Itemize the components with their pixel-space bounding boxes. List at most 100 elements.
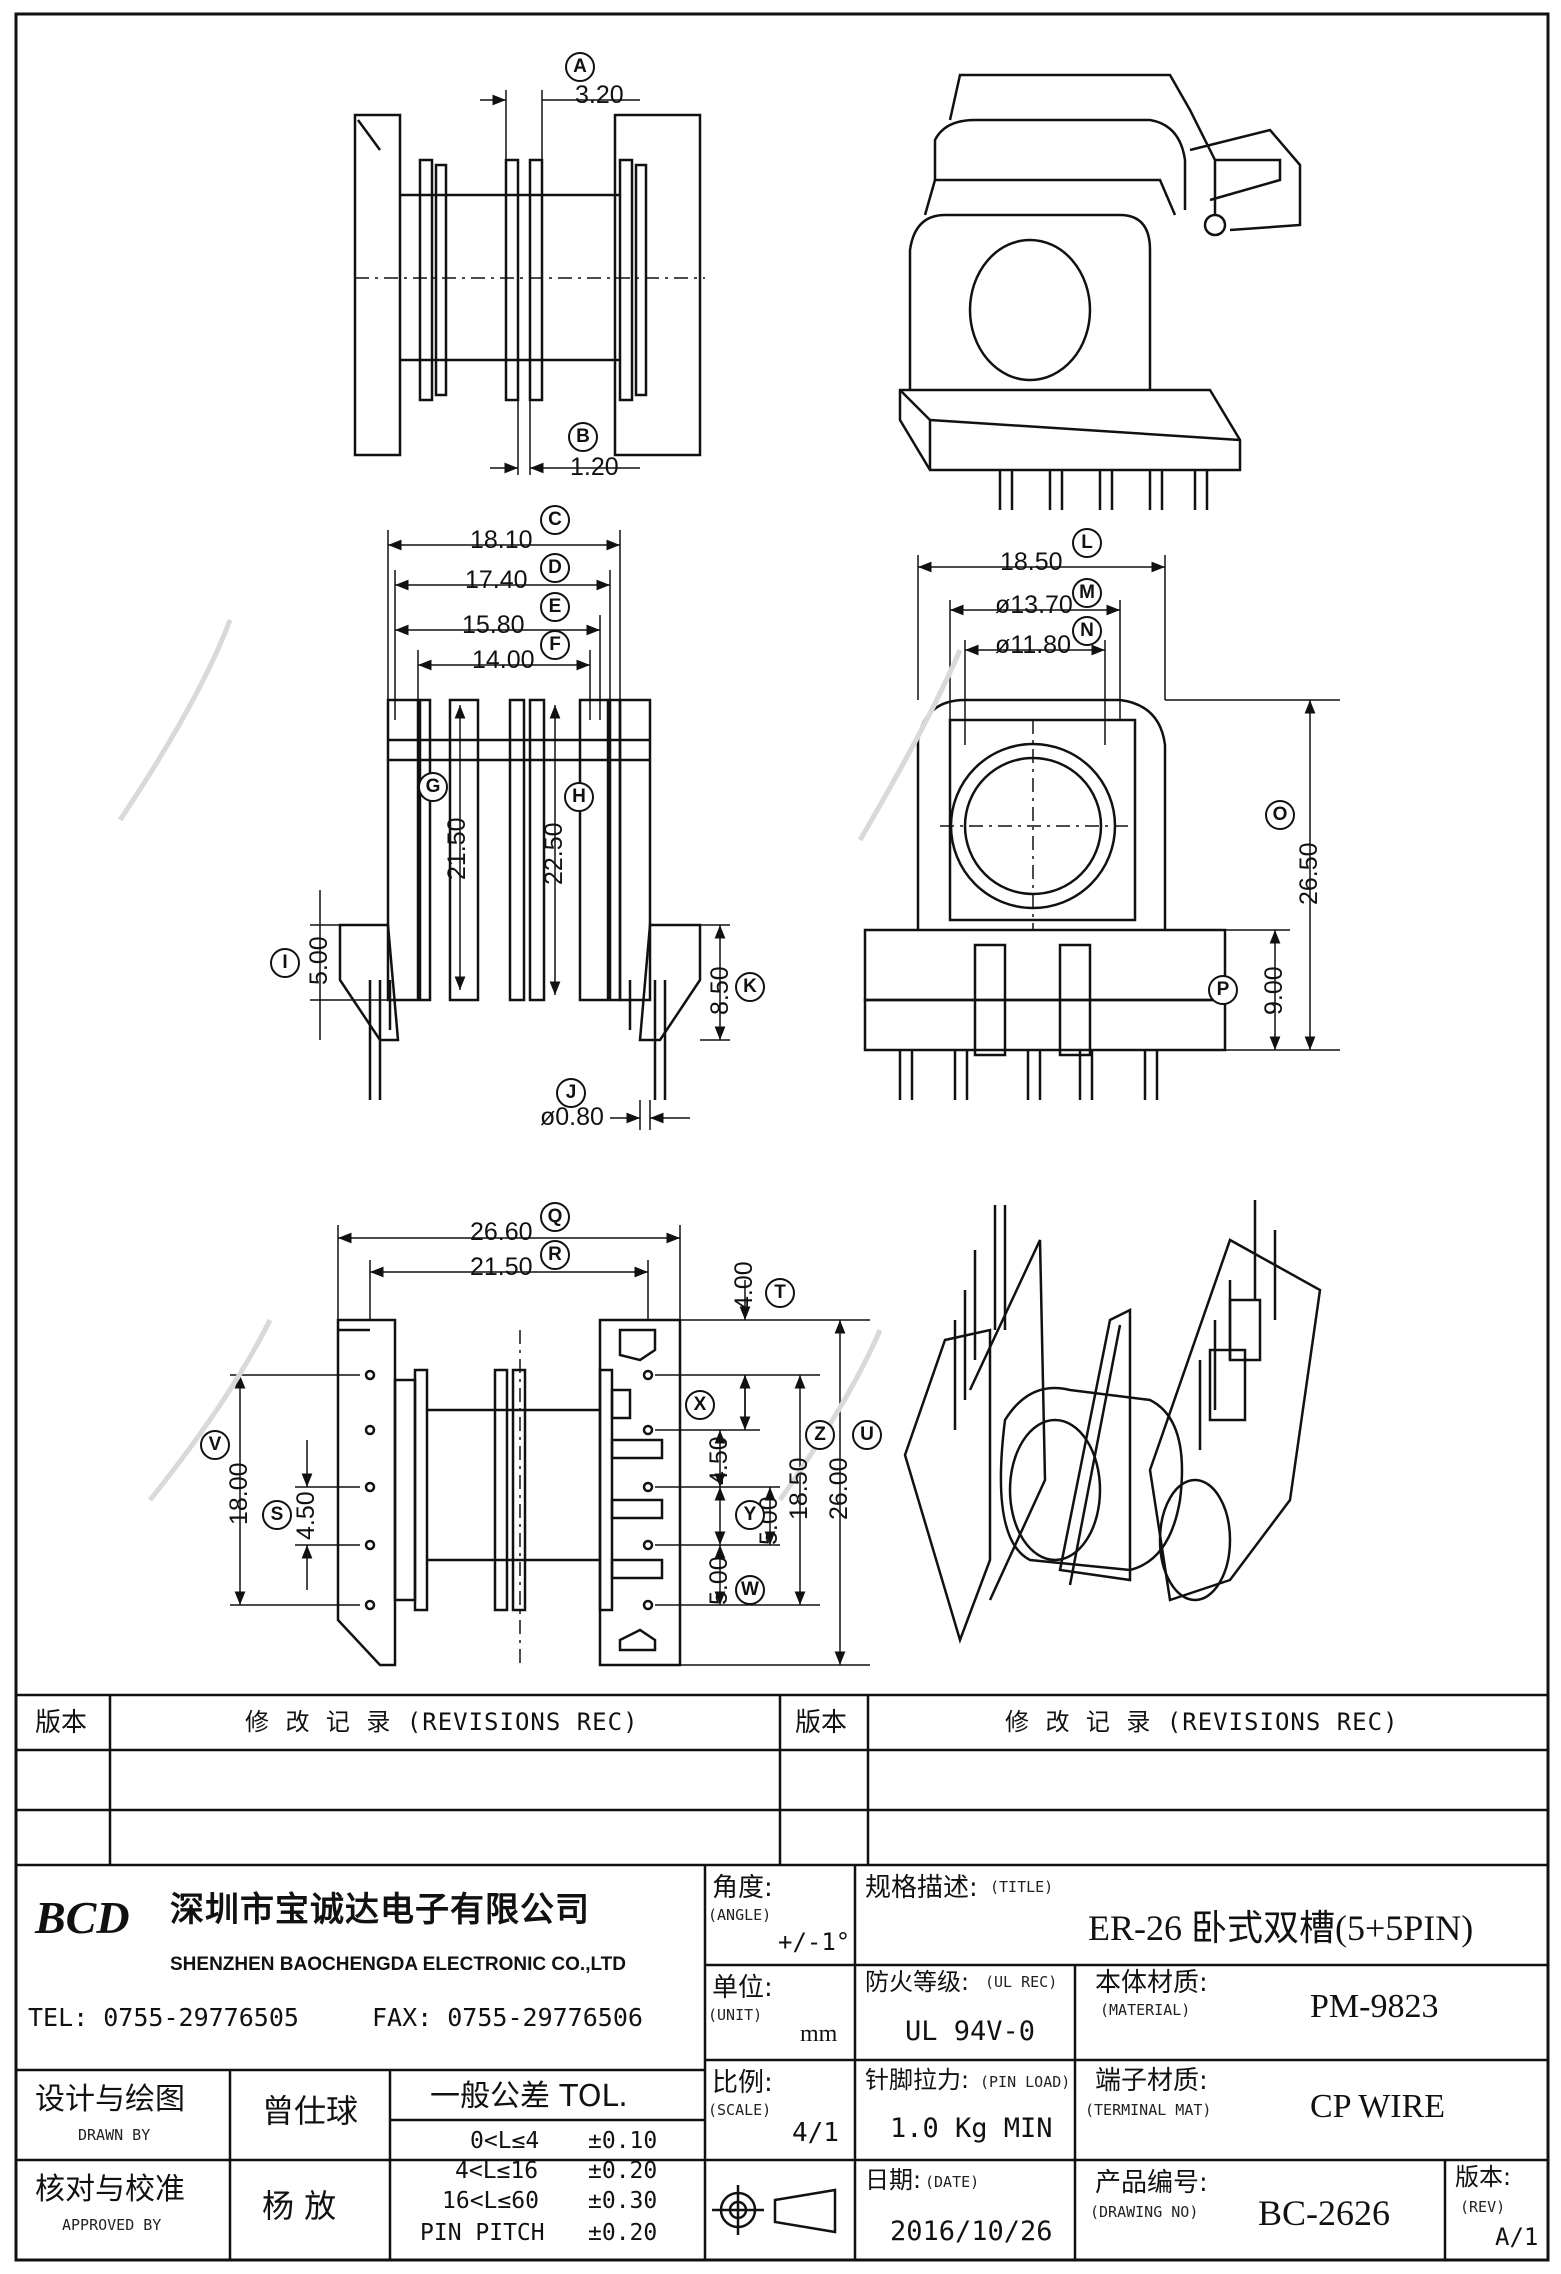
rev-sub: (REV): [1460, 2198, 1506, 2216]
projection-symbol: [712, 2185, 837, 2235]
angle-value: +/-1°: [778, 1928, 851, 1956]
dim-k: 8.50: [706, 966, 734, 1015]
title-sub: (TITLE): [990, 1878, 1054, 1896]
approved-sub: APPROVED BY: [62, 2216, 162, 2234]
balloon-x: X: [685, 1390, 715, 1420]
drawn-name: 曾仕球: [262, 2092, 359, 2130]
tol-value-4: ±0.20: [588, 2220, 658, 2246]
bottom-view: [230, 1225, 870, 1667]
balloon-z: Z: [805, 1420, 835, 1450]
dim-c: 18.10: [470, 526, 533, 554]
company-name-en: SHENZHEN BAOCHENGDA ELECTRONIC CO.,LTD: [170, 1954, 626, 1975]
date-sub: (DATE): [925, 2173, 980, 2191]
material-value: PM-9823: [1310, 1988, 1439, 2025]
tol-value-1: ±0.10: [588, 2128, 658, 2154]
pinload-value: 1.0 Kg MIN: [890, 2113, 1053, 2144]
tol-range-1: 0<L≤4: [470, 2128, 540, 2154]
end-view: [863, 555, 1340, 1100]
dim-q: 26.60: [470, 1218, 533, 1246]
balloon-g: G: [418, 772, 448, 802]
material-sub: (MATERIAL): [1100, 2001, 1191, 2019]
drawing-value: BC-2626: [1258, 2193, 1391, 2233]
dim-h: 22.50: [540, 822, 568, 885]
rev-record-label-right: 修 改 记 录 (REVISIONS REC): [1005, 1708, 1399, 1736]
sheet-border: [14, 12, 1550, 2262]
tol-value-2: ±0.20: [588, 2158, 658, 2184]
pinload-sub: (PIN LOAD): [980, 2073, 1071, 2091]
scale-value: 4/1: [792, 2118, 839, 2148]
balloon-j: J: [556, 1078, 586, 1108]
watermark-logo-marks: [117, 619, 963, 1502]
balloon-y: Y: [735, 1500, 765, 1530]
side-view: [353, 90, 705, 475]
balloon-o: O: [1265, 800, 1295, 830]
material-label: 本体材质:: [1095, 1968, 1208, 1998]
balloon-s: S: [262, 1500, 292, 1530]
terminal-value: CP WIRE: [1310, 2088, 1446, 2125]
company-logo: BCD: [35, 1892, 130, 1943]
dim-r: 21.50: [470, 1253, 533, 1281]
balloon-c: C: [540, 505, 570, 535]
ul-sub: (UL REC): [985, 1973, 1058, 1991]
tol-range-4: PIN PITCH: [420, 2220, 545, 2246]
balloon-f: F: [540, 630, 570, 660]
unit-sub: (UNIT): [708, 2006, 763, 2024]
dim-f: 14.00: [472, 646, 535, 674]
pinload-label: 针脚拉力:: [865, 2066, 970, 2094]
date-label: 日期:: [865, 2166, 922, 2194]
rev-label: 版本:: [1455, 2163, 1512, 2191]
rev-record-label-left: 修 改 记 录 (REVISIONS REC): [245, 1708, 639, 1736]
balloon-u: U: [852, 1420, 882, 1450]
dim-a: 3.20: [575, 81, 624, 109]
dim-v: 18.00: [225, 1462, 253, 1525]
drawing-label: 产品编号:: [1095, 2168, 1208, 2198]
approved-name: 杨 放: [262, 2187, 337, 2225]
dim-o: 26.50: [1295, 842, 1323, 905]
iso-view-top: [898, 73, 1302, 510]
drawing-sub: (DRAWING NO): [1090, 2203, 1199, 2221]
dim-x: 4.50: [705, 1436, 733, 1485]
balloon-h: H: [564, 782, 594, 812]
dim-w: 5.00: [705, 1556, 733, 1605]
dim-t: 4.00: [730, 1261, 758, 1310]
title-block-grid: [16, 1693, 1548, 2260]
dim-j: ø0.80: [540, 1103, 604, 1131]
terminal-label: 端子材质:: [1095, 2066, 1208, 2096]
ul-value: UL 94V-0: [905, 2016, 1036, 2047]
balloon-t: T: [765, 1278, 795, 1308]
drawn-sub: DRAWN BY: [78, 2126, 151, 2144]
tol-title: 一般公差 TOL.: [430, 2079, 628, 2114]
company-name-cn: 深圳市宝诚达电子有限公司: [170, 1890, 590, 1930]
tol-range-3: 16<L≤60: [442, 2188, 539, 2214]
rev-ver-label-right: 版本: [795, 1708, 848, 1738]
rev-value: A/1: [1495, 2223, 1539, 2251]
balloon-r: R: [540, 1240, 570, 1270]
unit-value: mm: [800, 2021, 838, 2047]
balloon-q: Q: [540, 1202, 570, 1232]
dim-z: 18.50: [785, 1457, 813, 1520]
balloon-e: E: [540, 592, 570, 622]
date-value: 2016/10/26: [890, 2216, 1053, 2247]
dim-b: 1.20: [570, 453, 619, 481]
dim-s: 4.50: [292, 1491, 320, 1540]
approved-label: 核对与校准: [35, 2172, 185, 2207]
iso-view-bottom: [903, 1200, 1322, 1644]
balloon-n: N: [1072, 616, 1102, 646]
balloon-i: I: [270, 948, 300, 978]
company-fax: FAX: 0755-29776506: [372, 2003, 643, 2032]
balloon-m: M: [1072, 578, 1102, 608]
title-label: 规格描述:: [865, 1873, 978, 1903]
dim-d: 17.40: [465, 566, 528, 594]
balloon-l: L: [1072, 528, 1102, 558]
dim-p: 9.00: [1260, 966, 1288, 1015]
balloon-d: D: [540, 553, 570, 583]
unit-label: 单位:: [712, 1973, 773, 2003]
title-value: ER-26 卧式双槽(5+5PIN): [1088, 1908, 1474, 1948]
ul-label: 防火等级:: [865, 1968, 970, 1996]
balloon-b: B: [568, 422, 598, 452]
terminal-sub: (TERMINAL MAT): [1085, 2101, 1212, 2119]
dim-u: 26.00: [825, 1457, 853, 1520]
tol-value-3: ±0.30: [588, 2188, 658, 2214]
company-tel: TEL: 0755-29776505: [28, 2003, 299, 2032]
